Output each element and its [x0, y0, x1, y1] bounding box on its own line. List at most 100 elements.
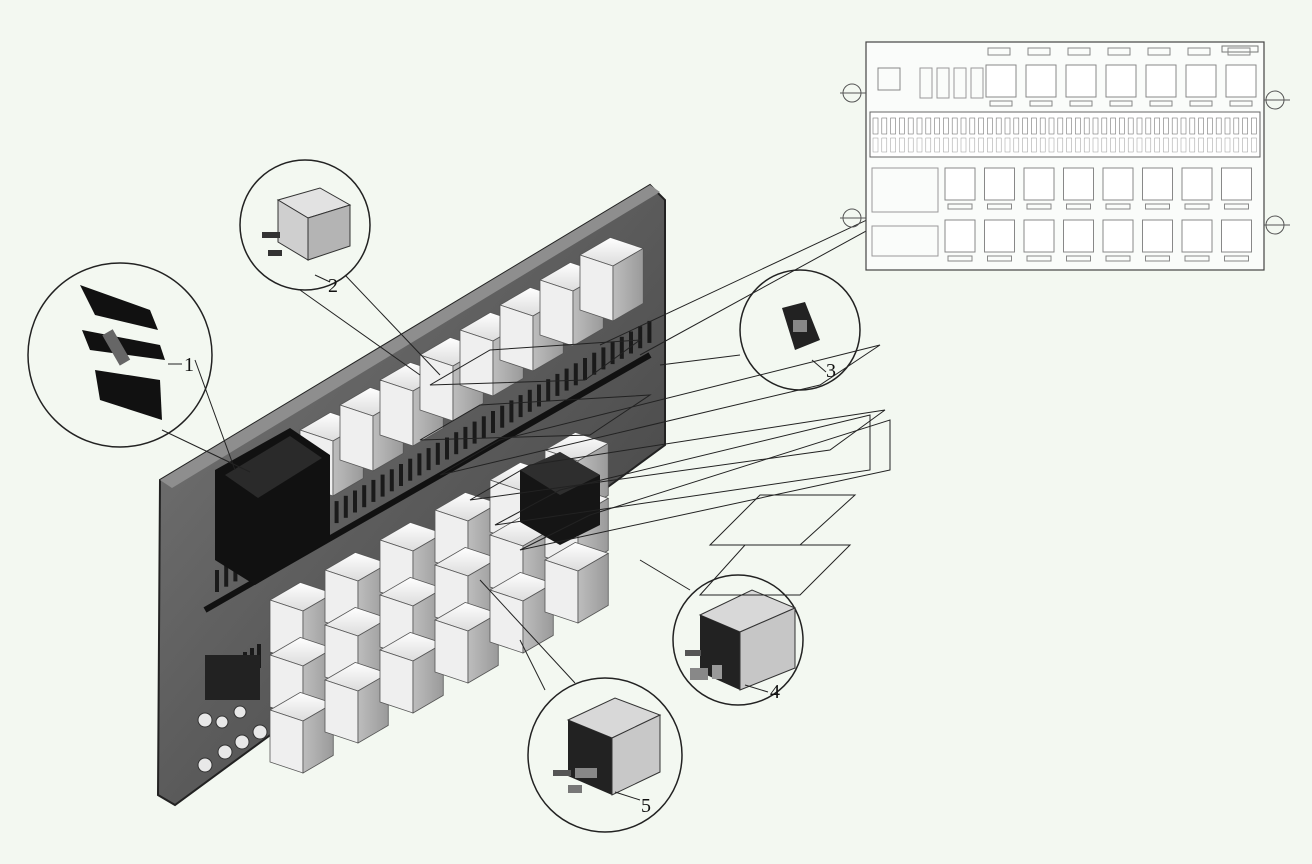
schematic-fuse-cell [907, 117, 914, 135]
schematic-fuse-cell [1004, 117, 1011, 135]
schematic-label [947, 255, 973, 262]
schematic-slot [1027, 47, 1051, 56]
relay-front [539, 279, 574, 347]
schematic-fuse-cell [925, 137, 932, 153]
schematic-fuse-cell [995, 137, 1002, 153]
schematic-fuse-cell [1004, 137, 1011, 153]
relay-front [379, 649, 414, 714]
fuse-tooth [610, 342, 615, 365]
schematic-label [1069, 100, 1093, 107]
schematic-label [1229, 100, 1253, 107]
schematic-fuse-cell [1242, 137, 1248, 153]
fuse-tooth [573, 363, 578, 386]
schematic-fuse-cell [1075, 117, 1081, 135]
schematic-label [1066, 255, 1091, 262]
schematic-fuse-cell [951, 137, 958, 153]
schematic-fuse-cell [1189, 117, 1196, 135]
schematic-relay [1102, 167, 1134, 201]
schematic-relay [1102, 219, 1134, 253]
fuse-tooth [546, 379, 551, 402]
fuse-tooth [564, 368, 569, 391]
schematic-fuse-cell [969, 117, 976, 135]
schematic-label [1224, 255, 1249, 262]
schematic-label [1109, 100, 1133, 107]
schematic-slot [1107, 47, 1131, 56]
schematic-fuse-cell [1233, 137, 1240, 153]
schematic-fuse-cell [1083, 117, 1090, 135]
schematic-label [1184, 203, 1210, 210]
schematic-fuse-cell [1048, 117, 1055, 135]
schematic-cells [869, 47, 1261, 262]
relay-front [544, 559, 579, 624]
schematic-fuse-cell [1180, 117, 1187, 135]
schematic-label [1145, 255, 1170, 262]
schematic-relay [1185, 64, 1217, 98]
bottom-terminals [197, 655, 268, 773]
schematic-label [1189, 100, 1213, 107]
schematic-fuse-cell [1215, 117, 1222, 135]
schematic-fuse-cell [890, 117, 896, 135]
fuse-tooth [647, 320, 652, 343]
schematic-fuse-cell [960, 137, 967, 153]
fuse-tooth [583, 358, 587, 380]
schematic-relay [1063, 219, 1094, 253]
relay-side [612, 247, 644, 322]
schematic-label [1145, 203, 1170, 210]
schematic-fuse-cell [1031, 117, 1037, 135]
schematic-fuse-cell [1127, 137, 1134, 153]
schematic-fuse-cell [1022, 137, 1028, 153]
callout-4: 4 [672, 574, 804, 706]
schematic-mount [877, 67, 901, 91]
fuse-tooth [555, 373, 560, 396]
schematic-fuse-cell [1022, 117, 1028, 135]
schematic-fuse-cell [1145, 117, 1152, 135]
schematic-relay [1023, 167, 1055, 201]
schematic-fuse-cell [1057, 117, 1064, 135]
schematic-fuse-cell [1092, 137, 1099, 153]
schematic-fuse-cell [872, 137, 879, 153]
schematic-fuse-cell [1207, 137, 1213, 153]
schematic-label [1184, 255, 1210, 262]
fuse-tooth [509, 400, 514, 423]
schematic-relay [984, 219, 1015, 253]
schematic-relay [944, 167, 976, 201]
callout-number-3: 3 [826, 360, 836, 382]
fuse-tooth [353, 490, 357, 513]
schematic-relay [1221, 167, 1252, 201]
schematic-slot [1147, 47, 1171, 56]
schematic-label [987, 255, 1012, 262]
fuse-tooth [629, 331, 633, 354]
schematic-fuse-cell [1207, 117, 1213, 135]
fuse-tooth [334, 501, 339, 524]
schematic-relay [984, 167, 1015, 201]
callout-number-1: 1 [184, 354, 194, 376]
fuse-tooth [454, 432, 459, 455]
callout-number-2: 2 [328, 275, 338, 297]
schematic-fuse-cell [1180, 137, 1187, 153]
schematic-fuse-cell [1075, 137, 1081, 153]
schematic-fuse-cell [1145, 137, 1152, 153]
fuse-tooth [408, 458, 413, 481]
schematic-relay [1063, 167, 1094, 201]
schematic-relay [1065, 64, 1097, 98]
schematic-relay [1023, 219, 1055, 253]
exploded-outlines [419, 195, 931, 596]
schematic-fuse-cell [1136, 117, 1143, 135]
fuse-tooth [389, 469, 394, 492]
schematic-fuse-cell [943, 137, 949, 153]
relay-front [324, 679, 359, 744]
fuse-tooth [491, 411, 495, 433]
relay-front [434, 619, 469, 684]
schematic-fuse-cell [1110, 137, 1116, 153]
schematic-relay [1025, 64, 1057, 98]
fuse-tooth [445, 437, 449, 460]
schematic-fuse-cell [934, 137, 940, 153]
schematic-fuse-cell [1101, 137, 1108, 153]
schematic-relay [1142, 219, 1173, 253]
schematic-fuse-cell [1251, 117, 1257, 135]
fuse-tooth [417, 453, 422, 476]
schematic-label [1105, 203, 1131, 210]
schematic-fuse-cell [1127, 117, 1134, 135]
